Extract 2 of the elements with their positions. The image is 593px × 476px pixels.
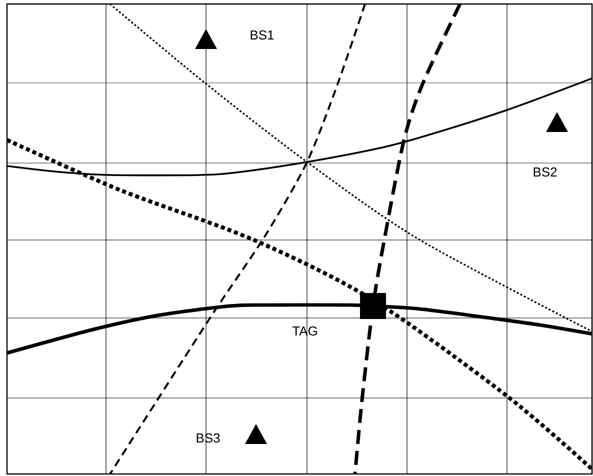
- point-label: BS1: [250, 30, 274, 40]
- point-label: BS2: [534, 167, 557, 177]
